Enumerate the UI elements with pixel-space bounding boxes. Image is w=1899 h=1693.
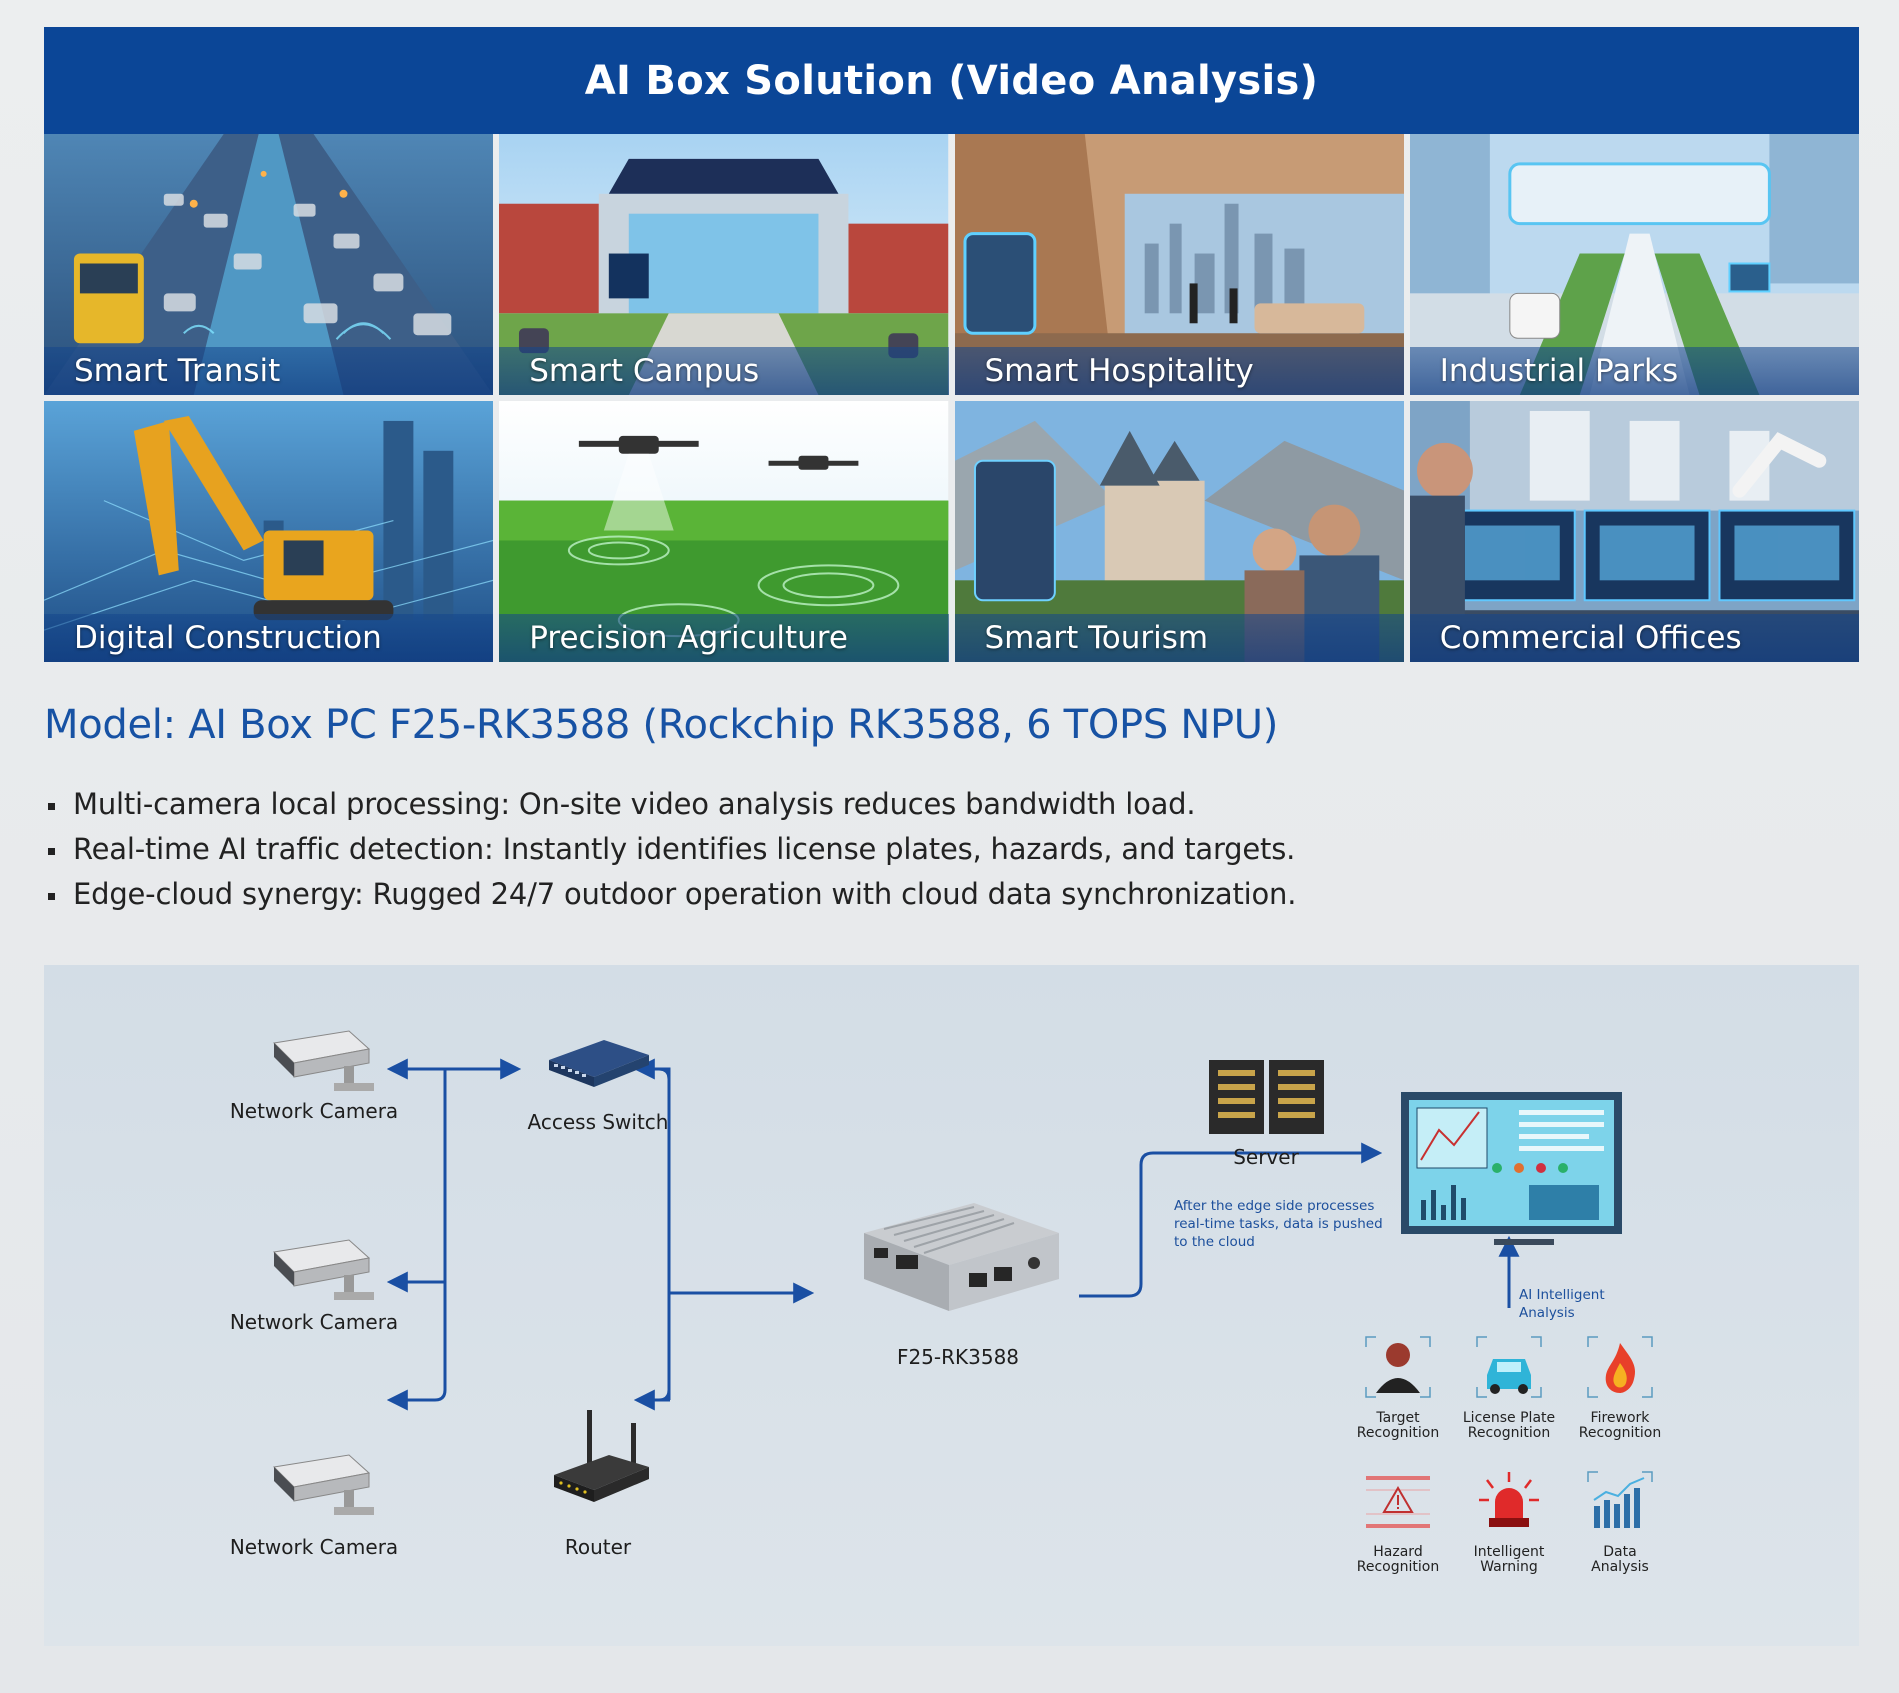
alarm-icon (1479, 1472, 1539, 1527)
feature-item: Real-time AI traffic detection: Instantl… (44, 827, 1296, 872)
feature-list: Multi-camera local processing: On-site v… (44, 782, 1296, 917)
page-title: AI Box Solution (Video Analysis) (584, 57, 1319, 104)
model-title: Model: AI Box PC F25-RK3588 (Rockchip RK… (44, 702, 1279, 748)
scenario-tile-industrial-parks: Industrial Parks (1409, 134, 1859, 395)
analysis-label: AI Intelligent Analysis (1519, 1287, 1605, 1321)
router-icon (554, 1410, 649, 1502)
server-label: Server (1233, 1145, 1299, 1169)
scenario-tile-commercial-offices: Commercial Offices (1409, 401, 1859, 662)
cloud-note: After the edge side processes real-time … (1174, 1198, 1383, 1250)
bar-chart-icon (1587, 1471, 1653, 1528)
network-camera-icon (272, 1030, 374, 1091)
scenario-label: Smart Transit (44, 347, 494, 395)
scenario-grid: Smart Transit Smart Campus (44, 134, 1859, 662)
page-header: AI Box Solution (Video Analysis) (44, 27, 1859, 134)
camera3-link (386, 1069, 447, 1411)
scenario-tile-smart-campus: Smart Campus (499, 134, 949, 395)
network-camera-icon (272, 1454, 374, 1515)
scenario-label: Precision Agriculture (499, 614, 949, 662)
feature-item: Multi-camera local processing: On-site v… (44, 782, 1296, 827)
feature-item: Edge-cloud synergy: Rugged 24/7 outdoor … (44, 872, 1296, 917)
connector-lines (386, 1058, 1520, 1411)
router-label: Router (564, 1535, 632, 1559)
camera-label: Network Camera (229, 1535, 399, 1559)
scenario-label: Smart Campus (499, 347, 949, 395)
scenario-label: Smart Hospitality (954, 347, 1404, 395)
camera-label: Network Camera (229, 1099, 399, 1123)
scenario-tile-smart-transit: Smart Transit (44, 134, 494, 395)
warning-icon (1366, 1476, 1430, 1528)
server-icon (1209, 1060, 1324, 1134)
network-camera-icon (272, 1239, 374, 1300)
scenario-tile-smart-tourism: Smart Tourism (954, 401, 1404, 662)
person-icon (1365, 1336, 1431, 1398)
device-label: F25-RK3588 (896, 1345, 1020, 1369)
access-switch-label: Access Switch (527, 1110, 669, 1134)
ai-box-device-icon (864, 1203, 1059, 1311)
camera-label: Network Camera (229, 1310, 399, 1334)
network-diagram: Network Camera Network Camera Network Ca… (44, 965, 1859, 1646)
scenario-label: Digital Construction (44, 614, 494, 662)
fire-icon (1587, 1336, 1653, 1398)
access-switch-icon (549, 1040, 649, 1087)
scenario-label: Smart Tourism (954, 614, 1404, 662)
monitor-stand-icon (1494, 1239, 1554, 1245)
scenario-tile-smart-hospitality: Smart Hospitality (954, 134, 1404, 395)
monitor-dashboard-icon (1401, 1092, 1622, 1234)
scenario-label: Commercial Offices (1409, 614, 1859, 662)
scenario-tile-precision-agriculture: Precision Agriculture (499, 401, 949, 662)
cloud-link (1079, 1142, 1383, 1298)
scenario-tile-digital-construction: Digital Construction (44, 401, 494, 662)
car-icon (1476, 1336, 1542, 1398)
scenario-label: Industrial Parks (1409, 347, 1859, 395)
